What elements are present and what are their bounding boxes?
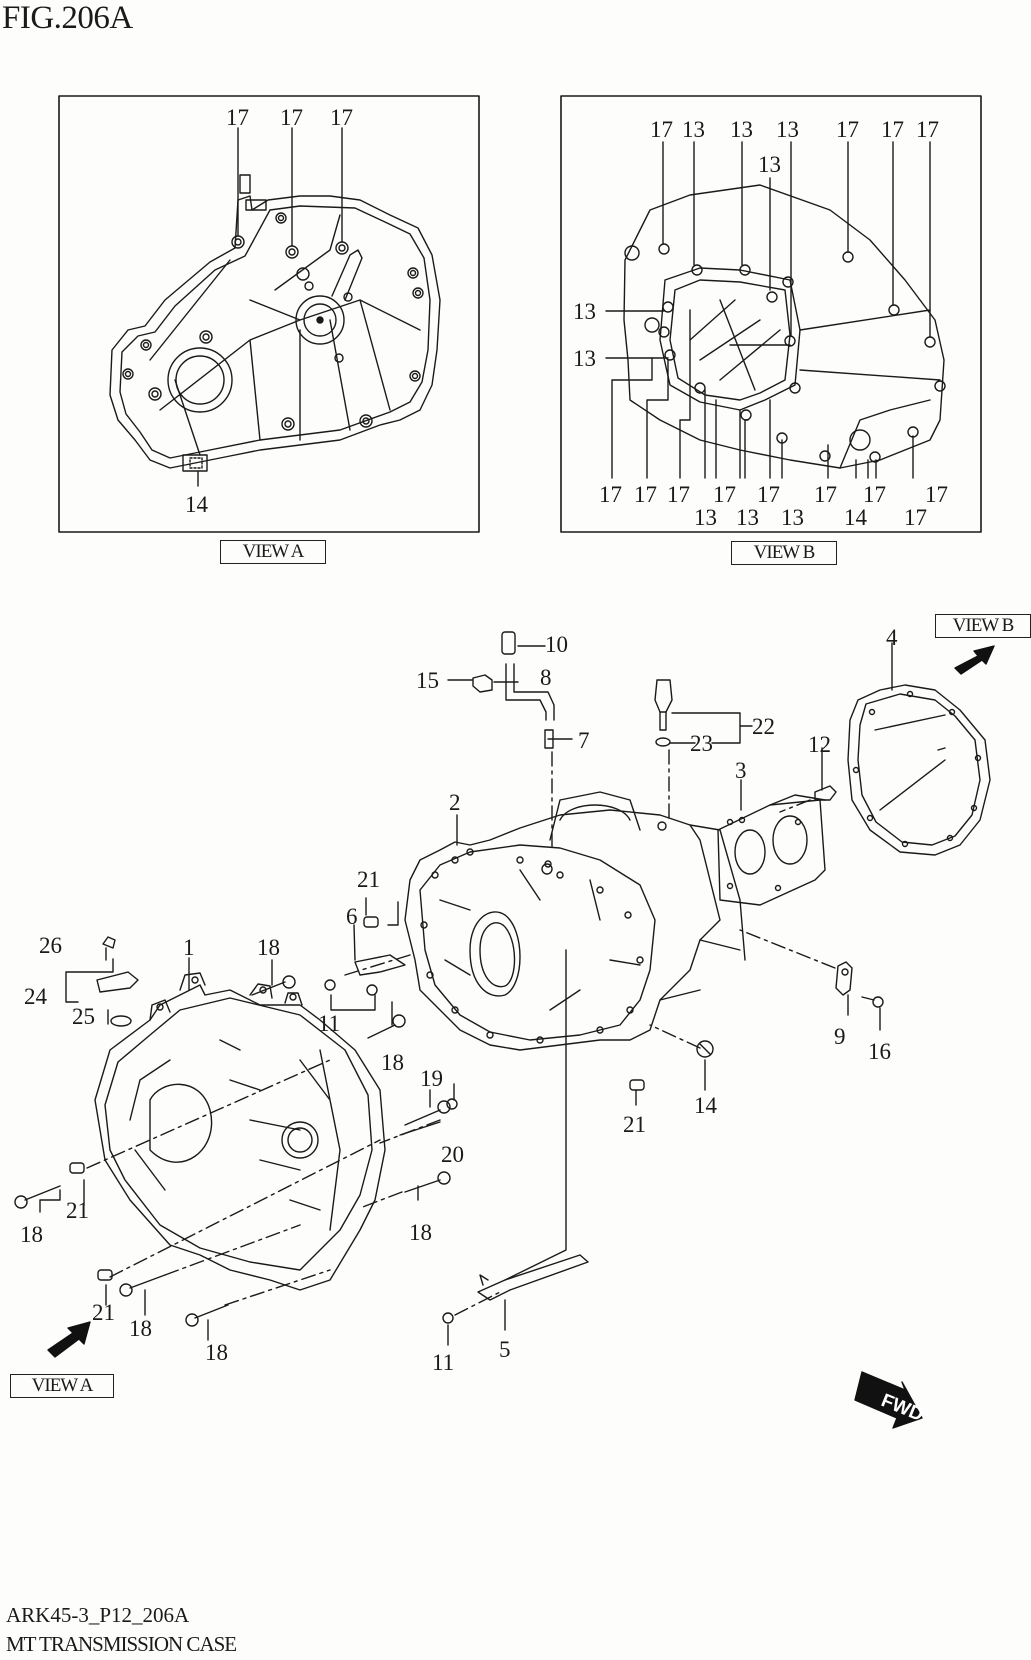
part-1-clutch-housing (94, 972, 386, 1291)
view-a-arrow-icon (47, 1321, 91, 1358)
view-a-caption: VIEW A (220, 540, 326, 564)
part-label: 8 (540, 665, 552, 690)
view-b-callout: 17 (814, 482, 837, 507)
part-label: 10 (545, 632, 568, 657)
figure-code: ARK45-3_P12_206A (6, 1603, 190, 1627)
part-3-plate (717, 794, 826, 906)
assembly-lines (86, 749, 836, 1316)
view-b-callout: 17 (904, 505, 927, 530)
part-label: 18 (257, 935, 280, 960)
part-label: 6 (346, 904, 358, 929)
view-b-pointer-label: VIEW B (935, 614, 1031, 638)
part-label: 26 (39, 933, 62, 958)
part-label: 21 (357, 867, 380, 892)
leader-lines (39, 642, 893, 1346)
part-4-end-cover (847, 684, 991, 856)
view-a-bolt-holes (122, 212, 424, 431)
part-label: 18 (20, 1222, 43, 1247)
part-label: 21 (623, 1112, 646, 1137)
view-b-callout: 14 (844, 505, 868, 530)
part-label: 23 (690, 731, 713, 756)
part-label: 16 (868, 1039, 891, 1064)
part-label: 21 (92, 1300, 115, 1325)
view-b-callout: 13 (758, 152, 781, 177)
part-2-transmission-case (404, 791, 746, 1051)
part-label: 3 (735, 758, 747, 783)
part-label: 5 (499, 1337, 511, 1362)
part-label: 11 (318, 1011, 340, 1036)
part-label: 19 (420, 1066, 443, 1091)
view-b-callout: 17 (667, 482, 690, 507)
part-label: 22 (752, 714, 775, 739)
fwd-direction-badge: FWD (854, 1371, 926, 1429)
part-label: 9 (834, 1024, 846, 1049)
figure-title: FIG.206A (2, 0, 133, 36)
view-b-callout: 17 (713, 482, 736, 507)
part-label: 20 (441, 1142, 464, 1167)
view-a-case-drawing (109, 174, 441, 472)
view-b-callout: 17 (863, 482, 886, 507)
view-b-callout: 17 (925, 482, 948, 507)
figure-name: MT TRANSMISSION CASE (6, 1632, 237, 1656)
part-label: 7 (578, 728, 590, 753)
part-label: 24 (24, 984, 48, 1009)
view-b-callout: 17 (836, 117, 859, 142)
view-a-callout: 17 (226, 105, 249, 130)
part-label: 14 (694, 1093, 718, 1118)
view-b-arrow-icon (954, 645, 995, 675)
view-b-callout: 17 (650, 117, 673, 142)
view-b-callout: 13 (776, 117, 799, 142)
view-b-callout: 13 (694, 505, 717, 530)
view-a-callout: 14 (185, 492, 209, 517)
view-b-callout: 13 (573, 299, 596, 324)
view-a-panel: 17 17 17 14 (58, 95, 480, 533)
part-label: 4 (886, 625, 898, 650)
part-label: 18 (205, 1340, 228, 1365)
view-b-callout: 13 (736, 505, 759, 530)
part-label: 12 (808, 732, 831, 757)
view-b-callout: 17 (757, 482, 780, 507)
small-parts (14, 631, 884, 1327)
part-label: 15 (416, 668, 439, 693)
view-b-caption: VIEW B (731, 541, 837, 565)
view-b-callout: 13 (573, 346, 596, 371)
case-bolt-holes (420, 821, 667, 1044)
view-b-callout: 17 (881, 117, 904, 142)
view-b-panel: 17 13 13 13 13 17 17 17 13 13 17 17 17 1… (560, 95, 982, 533)
view-b-callout: 13 (781, 505, 804, 530)
view-b-callout: 13 (682, 117, 705, 142)
part-label: 1 (183, 935, 195, 960)
view-b-callout: 17 (916, 117, 939, 142)
part-label: 2 (449, 790, 461, 815)
part-label: 18 (409, 1220, 432, 1245)
part-label: 11 (432, 1350, 454, 1375)
part-label: 18 (129, 1316, 152, 1341)
view-b-case-drawing (623, 184, 946, 469)
view-a-pointer-label: VIEW A (10, 1374, 114, 1398)
part-label: 25 (72, 1004, 95, 1029)
view-b-callout: 17 (599, 482, 622, 507)
part-label: 18 (381, 1050, 404, 1075)
part-label: 21 (66, 1198, 89, 1223)
view-a-callout: 17 (280, 105, 303, 130)
view-b-callout: 13 (730, 117, 753, 142)
view-a-callout: 17 (330, 105, 353, 130)
view-b-callout: 17 (634, 482, 657, 507)
